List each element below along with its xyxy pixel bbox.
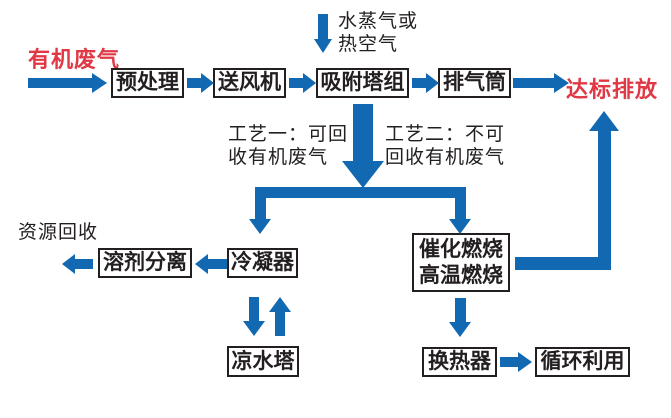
node-solvent-separation: 溶剂分离 [98, 248, 192, 278]
node-blower-fan: 送风机 [213, 68, 286, 98]
label-compliant-discharge: 达标排放 [566, 77, 659, 102]
label-process-two: 工艺二：不可 回收有机废气 [385, 124, 506, 168]
node-pretreatment: 预处理 [111, 68, 184, 98]
node-cooling-water-tower: 凉水塔 [227, 346, 299, 377]
label-organic-waste-gas: 有机废气 [28, 47, 121, 72]
label-resource-recovery: 资源回收 [18, 222, 99, 243]
node-combustion: 催化燃烧 高温燃烧 [412, 233, 510, 292]
node-adsorption-tower-group: 吸附塔组 [316, 68, 409, 98]
label-process-one: 工艺一：可回 收有机废气 [228, 124, 349, 168]
node-exhaust-stack: 排气筒 [438, 68, 511, 98]
node-heat-exchanger: 换热器 [422, 347, 497, 377]
label-steam-or-hot-air: 水蒸气或 热空气 [338, 11, 419, 55]
node-recycle-use: 循环利用 [535, 347, 630, 377]
node-condenser: 冷凝器 [227, 248, 298, 278]
